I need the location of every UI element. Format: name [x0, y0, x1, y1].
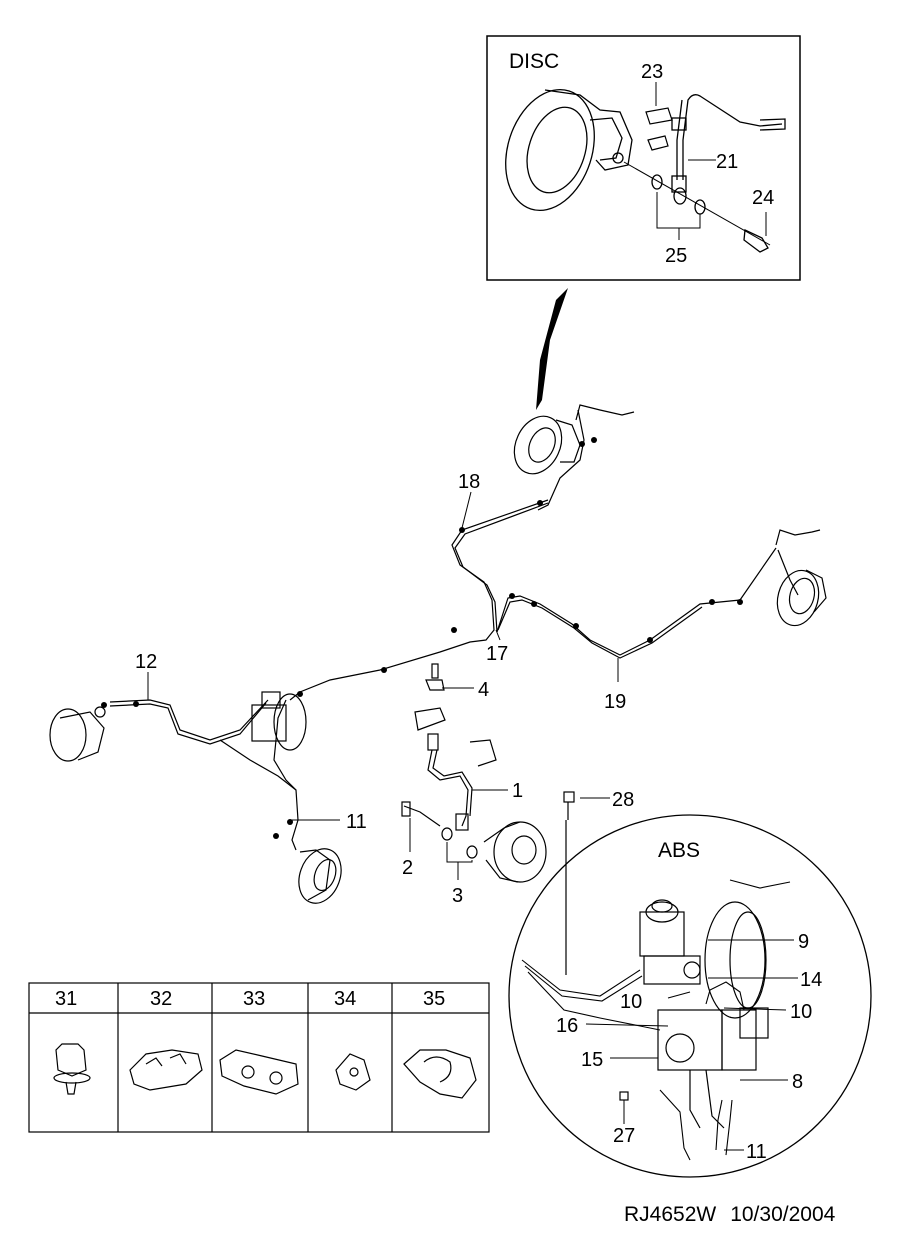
front-left-knuckle — [49, 706, 106, 762]
abs-booster — [639, 899, 767, 1019]
clip-header-32: 32 — [150, 988, 172, 1010]
callout-15: 15 — [581, 1049, 603, 1071]
abs-lines — [521, 879, 791, 1161]
rear-left-disc — [298, 848, 342, 904]
clip-35 — [403, 1049, 477, 1099]
callout-10-left: 10 — [620, 991, 642, 1013]
rear-right-disc — [775, 529, 827, 627]
disc-hose — [623, 94, 786, 246]
callout-18: 18 — [458, 471, 480, 493]
disc-rotor — [505, 88, 633, 212]
disc-clip — [645, 107, 673, 151]
disc-inset: DISC — [486, 35, 801, 281]
diagram-date: 10/30/2004 — [730, 1203, 836, 1226]
callout-3: 3 — [452, 885, 463, 907]
abs-inset-frame — [508, 814, 872, 1178]
line-clips — [101, 437, 743, 839]
clip-header-31: 31 — [55, 988, 77, 1010]
diagram-code: RJ4652W — [624, 1203, 717, 1226]
clip-header-35: 35 — [423, 988, 445, 1010]
abs-modulator — [657, 1007, 769, 1129]
callout-1: 1 — [512, 780, 523, 802]
main-leaders — [147, 491, 619, 880]
callout-28: 28 — [612, 789, 634, 811]
callout-2: 2 — [402, 857, 413, 879]
diagram-footer: RJ4652W 10/30/2004 — [624, 1203, 849, 1227]
callout-25: 25 — [665, 245, 687, 267]
disc-inset-frame — [486, 35, 801, 281]
callout-10-right: 10 — [790, 1001, 812, 1023]
callout-21: 21 — [716, 151, 738, 173]
abs-inset: ABS — [508, 814, 872, 1178]
disc-bolt — [743, 212, 769, 253]
callout-11-abs: 11 — [746, 1141, 767, 1163]
callout-27: 27 — [613, 1125, 635, 1147]
inset-pointer-wedge — [536, 288, 568, 410]
clip-31 — [53, 1043, 91, 1095]
front-hose-assembly — [401, 663, 547, 883]
clip-33 — [219, 1049, 299, 1095]
bolt-27 — [619, 1091, 629, 1101]
callout-11-main: 11 — [346, 811, 367, 833]
front-right-disc — [513, 404, 635, 511]
clip-header-33: 33 — [243, 988, 265, 1010]
clip-34 — [335, 1053, 371, 1091]
clip-32 — [129, 1049, 203, 1091]
clip-table: 31 32 33 34 35 — [28, 982, 490, 1133]
callout-14: 14 — [800, 969, 822, 991]
brake-lines — [109, 499, 777, 851]
callout-4: 4 — [478, 679, 489, 701]
abs-inset-title: ABS — [658, 839, 700, 862]
callout-16: 16 — [556, 1015, 578, 1037]
callout-17: 17 — [486, 643, 508, 665]
callout-12: 12 — [135, 651, 157, 673]
disc-inset-title: DISC — [509, 50, 559, 73]
callout-24: 24 — [752, 187, 774, 209]
main-booster — [251, 691, 307, 751]
callout-23: 23 — [641, 61, 663, 83]
clip-table-frame — [28, 982, 490, 1133]
clip-header-34: 34 — [334, 988, 356, 1010]
callout-9: 9 — [798, 931, 809, 953]
abs-leaders — [585, 939, 798, 1151]
bolt-28 — [563, 791, 575, 975]
callout-8: 8 — [792, 1071, 803, 1093]
callout-19: 19 — [604, 691, 626, 713]
